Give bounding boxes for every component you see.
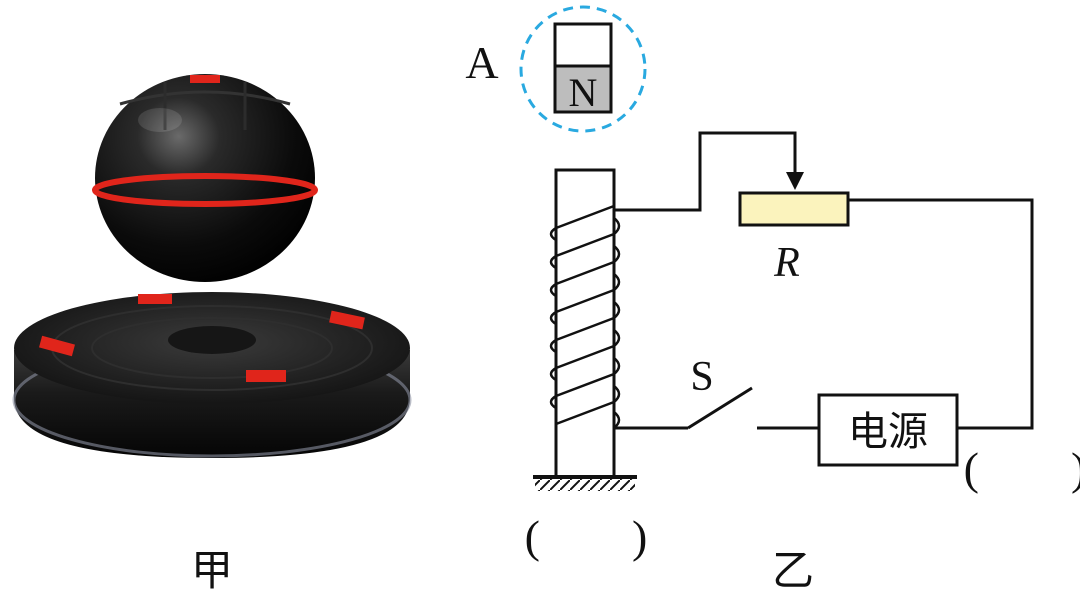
sphere-red-marker	[190, 75, 220, 83]
base-red-marker	[246, 370, 286, 382]
caption-jia: 甲	[191, 546, 233, 595]
rheostat-r	[738, 191, 850, 227]
caption-yi: 乙	[772, 546, 814, 595]
floating-sphere	[92, 74, 318, 282]
resistor-label: R	[773, 240, 800, 286]
highlight-circle	[519, 5, 647, 133]
coil-winding	[549, 204, 621, 429]
wire-rheostat-to-right	[848, 198, 1034, 430]
switch-label: S	[690, 354, 713, 400]
circuit-diagram	[519, 5, 1034, 491]
base-red-marker	[138, 294, 172, 304]
magnetic-base	[12, 292, 412, 458]
switch-s	[687, 386, 753, 430]
base-red-marker	[39, 335, 75, 357]
ground-hatching	[535, 479, 635, 491]
levitating-speaker-illustration	[12, 74, 412, 458]
power-supply	[817, 393, 959, 467]
magnet-upper-half	[553, 22, 613, 68]
power-supply-label: 电源	[848, 409, 928, 455]
wire-coil-to-slider	[614, 131, 797, 212]
answer-blank-power[interactable]: ( )	[964, 443, 1080, 494]
magnet-n-pole	[553, 64, 613, 114]
magnet-pole-label: N	[569, 70, 598, 115]
answer-blank-core[interactable]: ( )	[525, 511, 648, 562]
slider-arrowhead	[786, 172, 804, 190]
base-red-marker	[329, 310, 365, 330]
magnet-label: A	[465, 37, 498, 88]
